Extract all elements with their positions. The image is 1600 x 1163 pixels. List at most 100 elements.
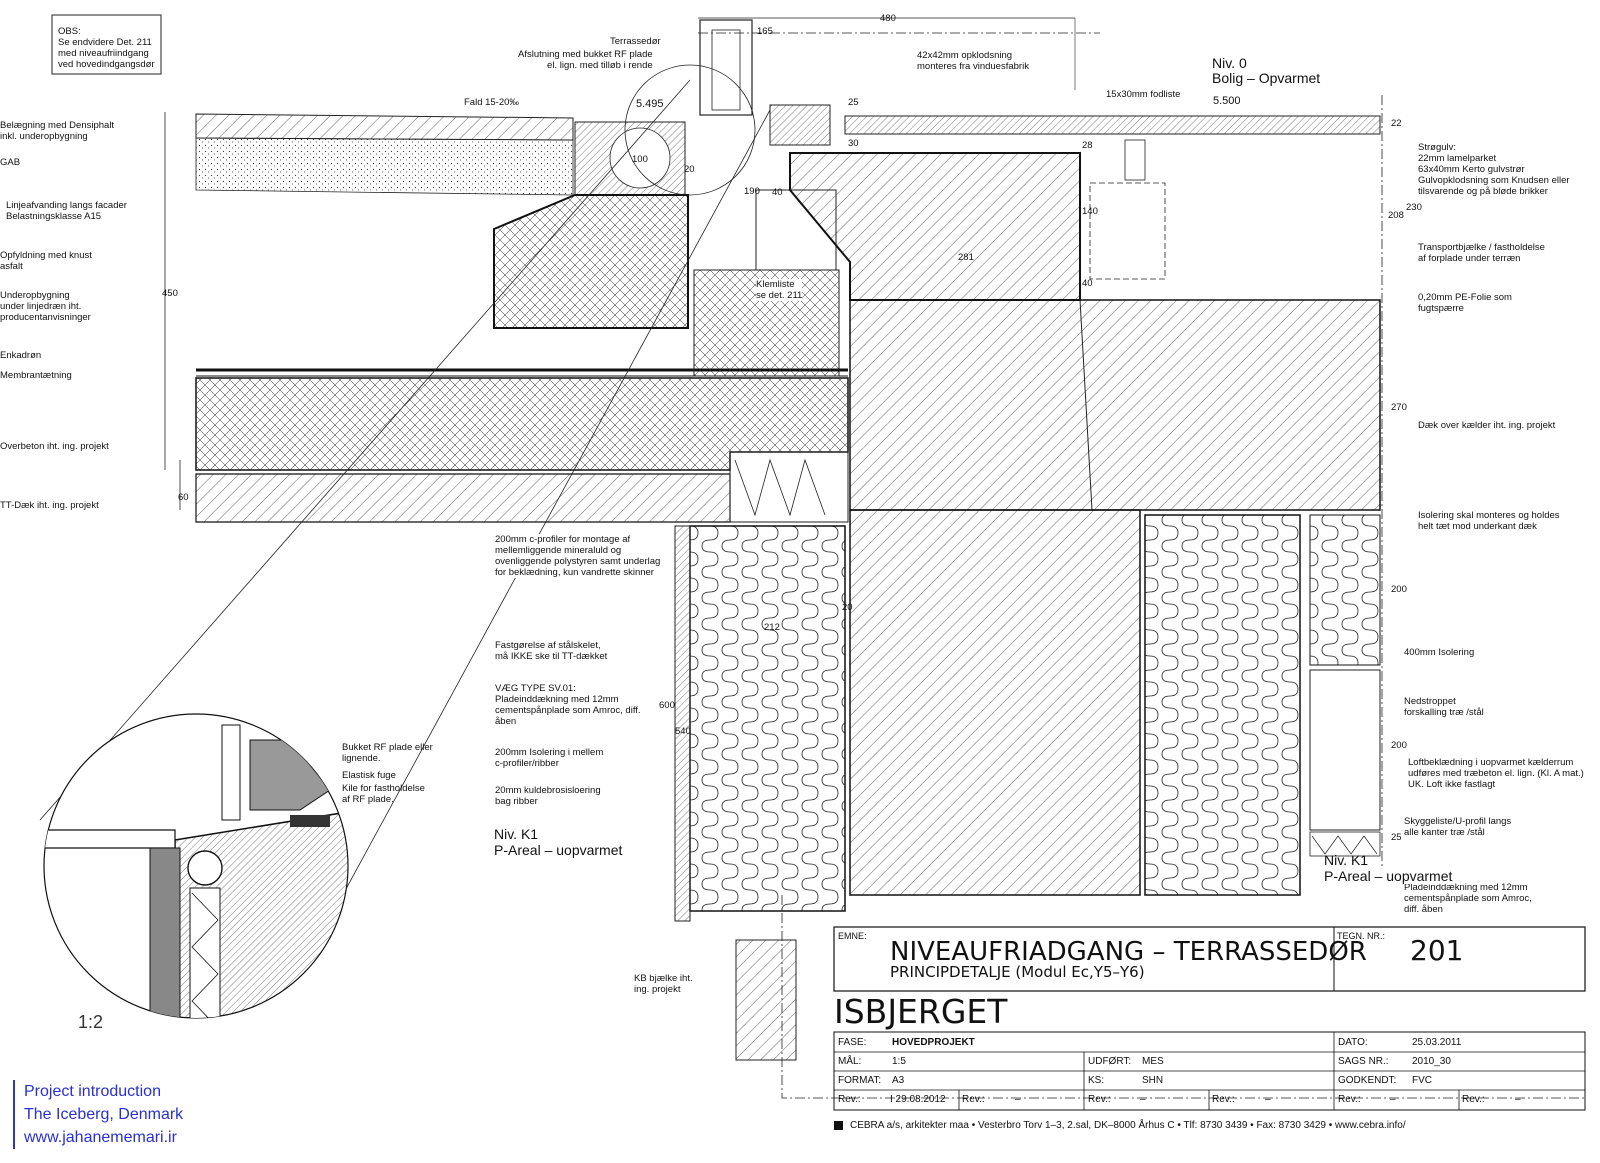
detail-scale: 1:2 <box>78 1012 104 1032</box>
label-linjeafvanding: Linjeafvanding langs facader Belastnings… <box>6 200 127 222</box>
tb-format: A3 <box>892 1075 905 1086</box>
label-terrassedor: Terrassedør <box>610 36 661 47</box>
label-stroegulv: Strøgulv: 22mm lamelparket 63x40mm Kerto… <box>1418 142 1570 197</box>
label-ttdaek: TT-Dæk iht. ing. projekt <box>0 500 99 511</box>
level-niv0: Niv. 0 <box>1212 55 1247 71</box>
level-bolig: Bolig – Opvarmet <box>1212 70 1321 86</box>
label-overbeton: Overbeton iht. ing. projekt <box>0 441 109 452</box>
tb-godkendt-label: GODKENDT: <box>1338 1075 1397 1086</box>
dim-281: 281 <box>958 252 974 263</box>
dim-270: 270 <box>1391 402 1407 413</box>
tb-rev-label-6: Rev.: <box>1462 1094 1485 1105</box>
label-isolering200: 200mm Isolering i mellem c-profiler/ribb… <box>495 747 604 769</box>
overlay-link[interactable]: www.jahanememari.ir <box>24 1129 177 1146</box>
label-cprofiler: 200mm c-profiler for montage af mellemli… <box>495 534 661 578</box>
tb-godkendt: FVC <box>1412 1075 1432 1086</box>
tb-rev-dash-2: – <box>1015 1094 1021 1105</box>
label-isolering400: 400mm Isolering <box>1404 647 1475 658</box>
label-kuldebro: 20mm kuldebrosisloering bag ribber <box>495 785 601 807</box>
label-klemliste: Klemliste se det. 211 <box>756 279 803 301</box>
dim-20b: 20 <box>842 602 853 613</box>
label-skyggeliste: Skyggeliste/U-profil langs alle kanter t… <box>1404 816 1512 838</box>
dim-200a: 200 <box>1391 584 1407 595</box>
dim-480: 480 <box>880 13 896 24</box>
dim-190: 190 <box>744 186 760 197</box>
dim-230: 230 <box>1406 202 1422 213</box>
tb-rev1: I 29.08.2012 <box>890 1094 946 1105</box>
dim-208: 208 <box>1388 210 1404 221</box>
tb-rev-label-1: Rev.: <box>838 1094 861 1105</box>
tb-rev-dash-6: – <box>1515 1094 1521 1105</box>
label-elastisk: Elastisk fuge <box>342 770 396 781</box>
label-isolering-tet: Isolering skal monteres og holdes helt t… <box>1418 510 1560 532</box>
label-loftbeklaedning: Loftbeklædning i uopvarmet kælderrum udf… <box>1408 757 1584 790</box>
obs-note: OBS: Se endvidere Det. 211 med niveaufri… <box>58 26 155 70</box>
dim-140: 140 <box>1082 206 1098 217</box>
overlay-line-1: Project introduction <box>24 1083 161 1100</box>
tb-fase-label: FASE: <box>838 1037 867 1048</box>
dim-200b: 200 <box>1391 740 1407 751</box>
label-kile: Kile for fastholdelse af RF plade. <box>342 783 425 805</box>
tb-fase: HOVEDPROJEKT <box>892 1037 975 1048</box>
tb-dato-label: DATO: <box>1338 1037 1368 1048</box>
level-parea-right: P-Areal – uopvarmet <box>1324 868 1453 884</box>
label-daek: Dæk over kælder iht. ing. projekt <box>1418 420 1556 431</box>
dim-25a: 25 <box>848 97 859 108</box>
label-bukket: Bukket RF plade eller lignende. <box>342 742 433 764</box>
dim-450: 450 <box>162 288 178 299</box>
label-vaegtype: VÆG TYPE SV.01: Pladeinddækning med 12mm… <box>495 683 641 727</box>
tb-udfort: MES <box>1142 1056 1164 1067</box>
dim-60: 60 <box>178 492 189 503</box>
tb-rev-dash-3: – <box>1140 1094 1146 1105</box>
label-enkadren: Enkadrøn <box>0 350 42 361</box>
label-opklodsning: 42x42mm opklodsning monteres fra vindues… <box>917 50 1029 72</box>
tb-sags: 2010_30 <box>1412 1056 1451 1067</box>
dim-28: 28 <box>1082 140 1093 151</box>
kote-right: 5.500 <box>1213 95 1241 107</box>
dim-600: 600 <box>659 700 675 711</box>
dim-25b: 25 <box>1391 832 1402 843</box>
dim-165: 165 <box>757 26 773 37</box>
tb-subtitle: PRINCIPDETALJE (Modul Ec,Y5–Y6) <box>890 963 1145 981</box>
label-opfyldning: Opfyldning med knust asfalt <box>0 250 92 272</box>
level-k1-right: Niv. K1 <box>1324 852 1369 868</box>
level-parea-left: P-Areal – uopvarmet <box>494 842 623 858</box>
dim-40a: 40 <box>772 187 783 198</box>
tb-title: NIVEAUFRIADGANG – TERRASSEDØR <box>890 937 1367 967</box>
label-membran: Membrantætning <box>0 370 72 381</box>
label-underopbygning: Underopbygning under linjedræn iht. prod… <box>0 290 91 323</box>
tb-rev-label-4: Rev.: <box>1212 1094 1235 1105</box>
dim-40b: 40 <box>1082 278 1093 289</box>
tb-rev-dash-5: – <box>1390 1094 1396 1105</box>
tb-udfort-label: UDFØRT: <box>1088 1056 1132 1067</box>
project-overlay: Project introduction The Iceberg, Denmar… <box>13 1080 183 1149</box>
tb-rev-label-5: Rev.: <box>1338 1094 1361 1105</box>
tb-dato: 25.03.2011 <box>1412 1037 1462 1048</box>
tb-emne-label: EMNE: <box>838 931 867 941</box>
kote-left: 5.495 <box>636 98 664 110</box>
label-kbbjaelke: KB bjælke iht. ing. projekt <box>634 973 693 995</box>
label-fald: Fald 15-20‰ <box>464 97 519 108</box>
label-belaegning: Belægning med Densiphalt inkl. underopby… <box>0 120 115 142</box>
dim-212: 212 <box>764 622 780 633</box>
level-k1-left: Niv. K1 <box>494 826 539 842</box>
tb-sags-label: SAGS NR.: <box>1338 1056 1389 1067</box>
tb-ks: SHN <box>1142 1075 1164 1086</box>
tb-project: ISBJERGET <box>834 992 1008 1031</box>
tb-format-label: FORMAT: <box>838 1075 882 1086</box>
tb-ks-label: KS: <box>1088 1075 1105 1086</box>
label-afslutning: Afslutning med bukket RF plade el. lign.… <box>518 49 653 71</box>
dim-22: 22 <box>1391 118 1402 129</box>
overlay-line-2: The Iceberg, Denmark <box>24 1106 184 1123</box>
tb-mal: 1:5 <box>892 1056 906 1067</box>
label-pladeinddaekning-right: Pladeinddækning med 12mm cementspånplade… <box>1404 882 1532 915</box>
label-transport: Transportbjælke / fastholdelse af forpla… <box>1418 242 1545 264</box>
tb-tegn-nr: 201 <box>1410 934 1464 967</box>
tb-rev-dash-4: – <box>1265 1094 1271 1105</box>
dim-100: 100 <box>632 154 648 165</box>
label-nedstroppet: Nedstroppet forskalling træ /stål <box>1404 696 1484 718</box>
tb-tegn-label: TEGN. NR.: <box>1337 931 1386 941</box>
dim-30: 30 <box>848 138 859 149</box>
tb-rev-label-2: Rev.: <box>962 1094 985 1105</box>
